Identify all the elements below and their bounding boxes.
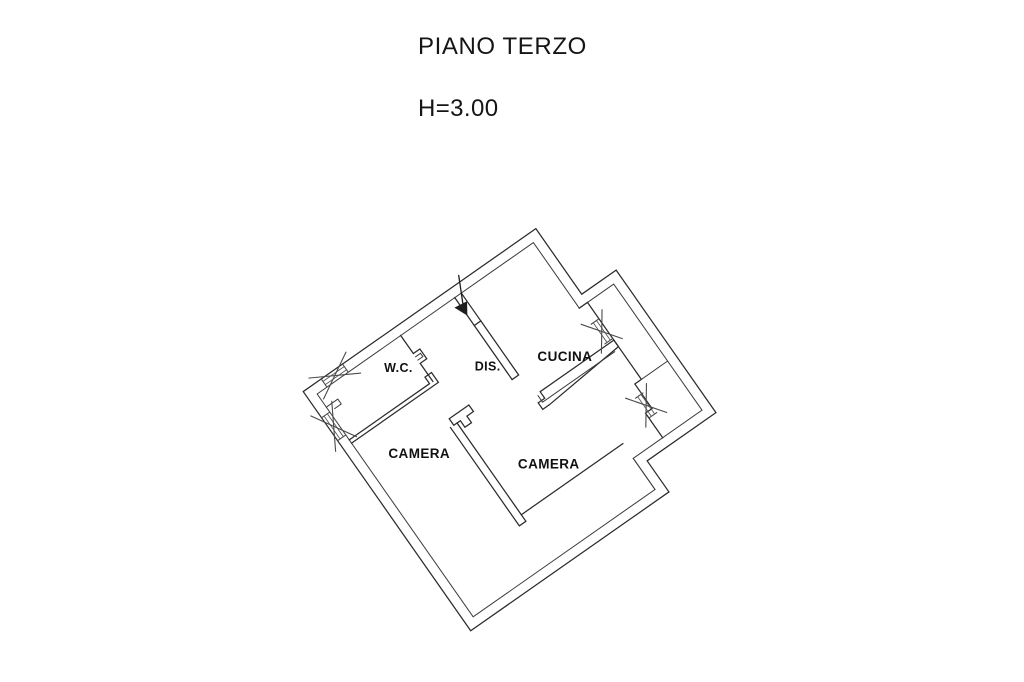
room-label-camera-2: CAMERA (518, 457, 580, 472)
wall-cucina-east (578, 301, 664, 439)
balcony-outline (640, 360, 669, 381)
page-title: PIANO TERZO (418, 33, 587, 60)
ceiling-height-label: H=3.00 (418, 95, 499, 122)
title-block: PIANO TERZO H=3.00 (418, 32, 838, 124)
room-labels: W.C. DIS. CUCINA CAMERA CAMERA (384, 349, 592, 472)
window-nw-lower (310, 400, 358, 452)
wall-wc-south (348, 371, 440, 445)
room-label-dis: DIS. (475, 360, 501, 374)
wall-cucina-west (473, 320, 520, 381)
wall-wc-east (399, 334, 434, 383)
outer-wall-perimeter (302, 227, 717, 632)
wall-dis-south-stub (448, 404, 475, 429)
room-label-camera-1: CAMERA (388, 446, 450, 461)
plan-rotation-group: W.C. DIS. CUCINA CAMERA CAMERA (302, 227, 717, 632)
entrance-arrow (454, 274, 468, 316)
south-step-outline (632, 457, 656, 491)
window-cucina-east (580, 309, 623, 354)
wall-camera2-north (520, 442, 624, 516)
wall-camera-partition (449, 422, 527, 527)
room-label-wc: W.C. (384, 361, 413, 375)
window-camera-southeast (624, 383, 668, 428)
outer-wall-inner-face (316, 241, 703, 618)
wall-wc-east-jamb (414, 352, 424, 361)
window-nw-upper (308, 351, 362, 400)
room-label-cucina: CUCINA (537, 349, 592, 364)
cucina-counter (537, 351, 616, 403)
